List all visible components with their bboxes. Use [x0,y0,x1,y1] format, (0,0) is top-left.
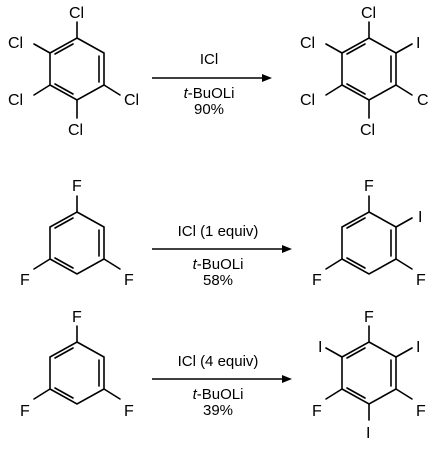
atom-label: Cl [361,5,376,22]
arrow-head [282,245,292,253]
reaction-3-product: F F F I I I [312,309,426,442]
base-label: t-BuOLi [193,256,244,273]
atom-label: I [416,35,420,52]
atom-label: F [416,272,426,289]
atom-label: I [366,425,370,442]
atom-label: Cl [417,92,428,109]
reaction-1: Cl Cl Cl Cl Cl ICl t-BuOLi 90% Cl Cl Cl [8,5,428,139]
atom-label: I [418,209,422,226]
atom-label: Cl [69,5,84,22]
yield-label: 90% [194,101,224,118]
atom-label: Cl [360,122,375,139]
atom-label: Cl [300,92,315,109]
atom-label: Cl [8,92,23,109]
reagent-label: ICl [200,51,218,68]
reaction-2-reactant: F F F [20,178,134,289]
arrow-head [262,74,272,82]
yield-label: 58% [203,272,233,289]
reaction-1-product: Cl Cl Cl Cl I Cl [300,5,428,139]
reaction-1-reactant: Cl Cl Cl Cl Cl [8,5,139,139]
atom-label: F [364,178,374,195]
reagent-label: ICl (4 equiv) [178,353,259,370]
reaction-3-reactant: F F F [20,309,134,420]
atom-label: I [416,339,420,356]
reagent-label: ICl (1 equiv) [178,223,259,240]
atom-label: F [124,403,134,420]
atom-label: F [20,272,30,289]
atom-label: Cl [124,92,139,109]
atom-label: F [416,403,426,420]
yield-label: 39% [203,402,233,419]
atom-label: Cl [300,35,315,52]
atom-label: F [364,309,374,326]
atom-label: I [318,339,322,356]
atom-label: F [124,272,134,289]
atom-label: F [20,403,30,420]
atom-label: F [72,309,82,326]
reaction-2-product: F F F I [312,178,426,289]
atom-label: F [312,403,322,420]
reaction-2: F F F ICl (1 equiv) t-BuOLi 58% F F F I [20,178,426,289]
atom-label: F [312,272,322,289]
base-label: t-BuOLi [193,386,244,403]
atom-label: F [72,178,82,195]
reaction-3: F F F ICl (4 equiv) t-BuOLi 39% F F F I … [20,309,426,442]
arrow-head [282,375,292,383]
base-label: t-BuOLi [184,85,235,102]
atom-label: Cl [68,122,83,139]
atom-label: Cl [8,35,23,52]
